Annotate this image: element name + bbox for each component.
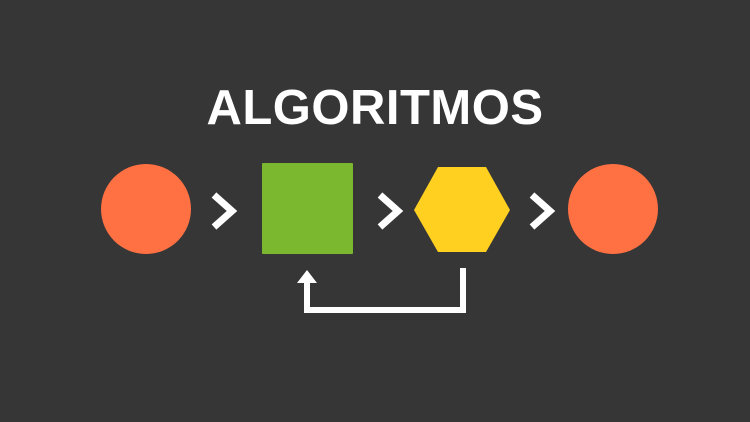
process-square: [262, 163, 353, 254]
start-circle: [101, 164, 191, 254]
page-title: ALGORITMOS: [206, 81, 544, 135]
chevron-right-icon: [377, 192, 404, 230]
chevron-right-icon: [529, 192, 556, 230]
decision-hexagon: [414, 167, 510, 252]
chevron-right-icon: [211, 192, 238, 230]
loop-connector: [304, 268, 466, 313]
arrow-up-icon: [297, 270, 317, 283]
end-circle: [568, 164, 658, 254]
